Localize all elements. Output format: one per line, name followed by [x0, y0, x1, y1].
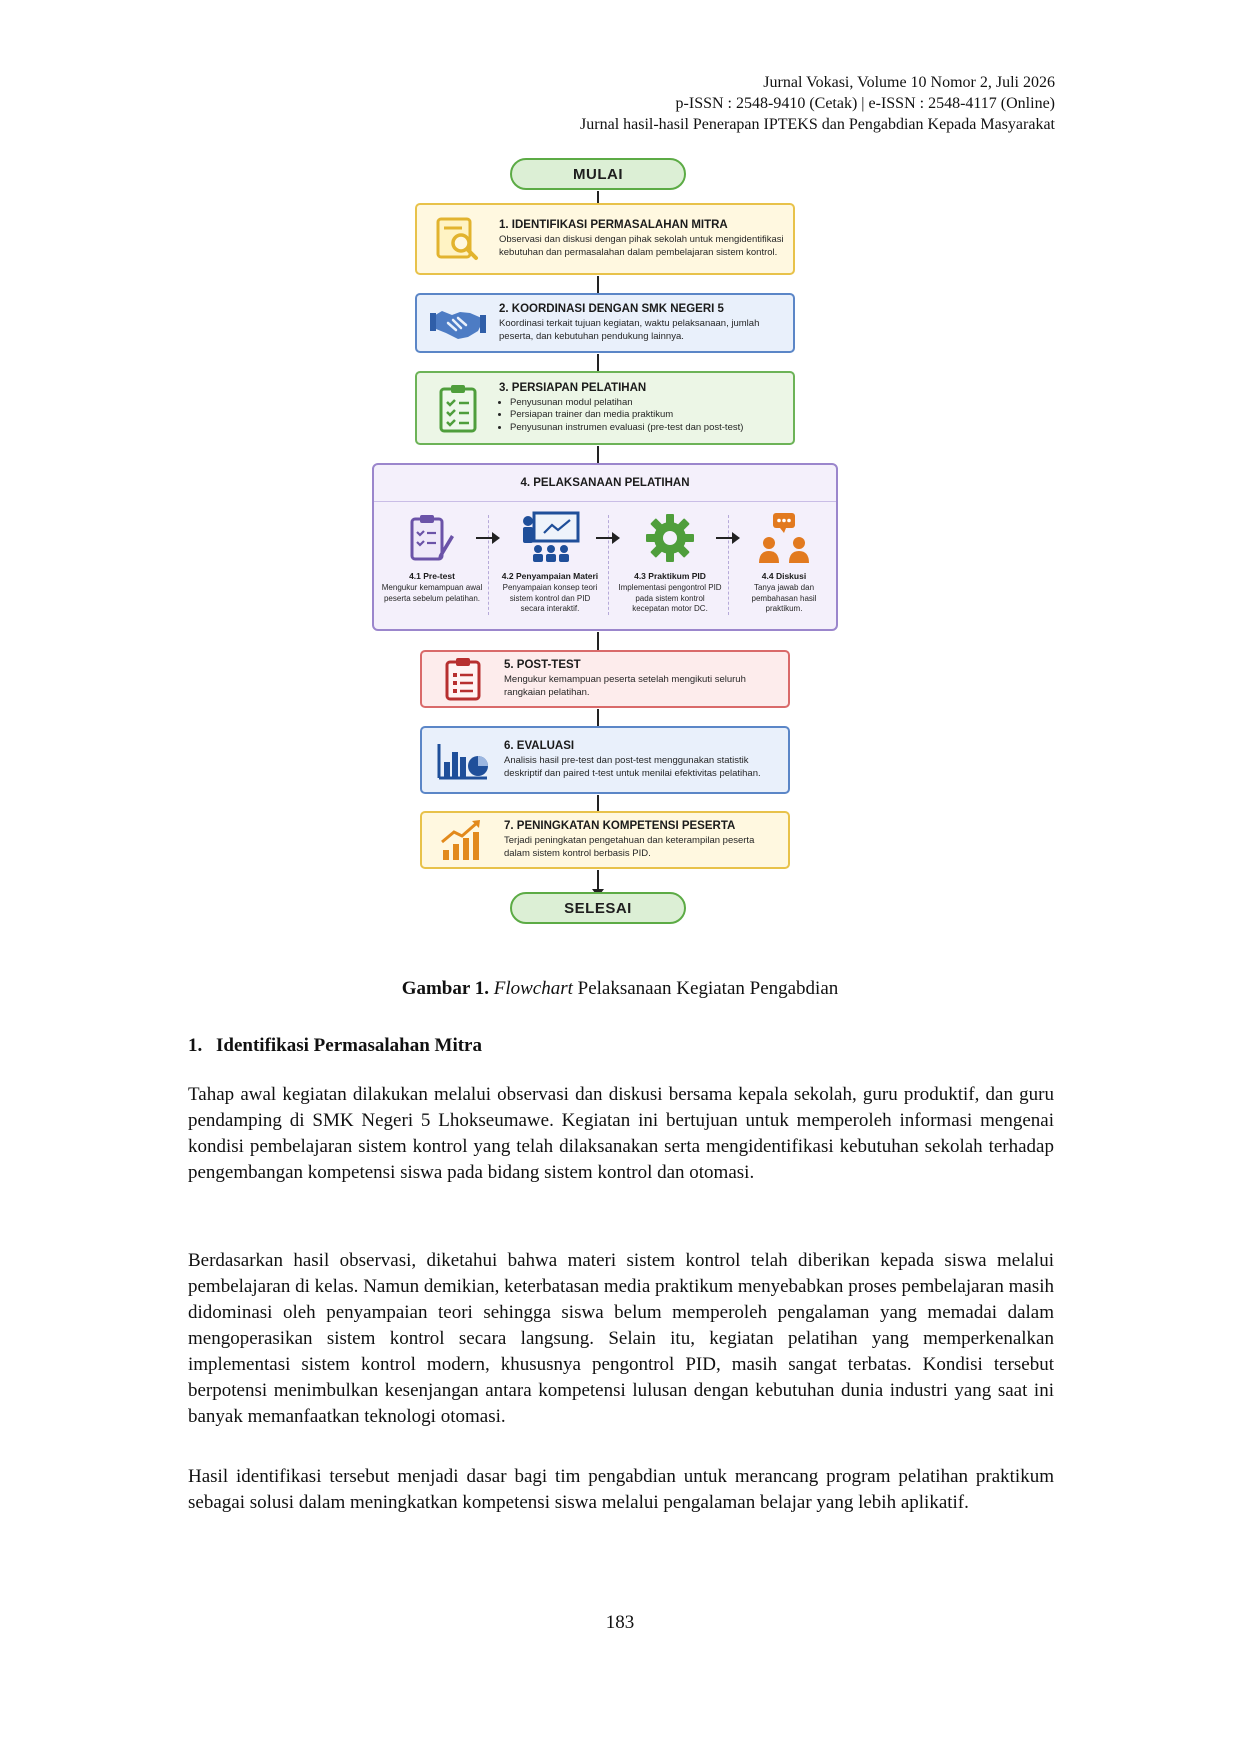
step-description: Terjadi peningkatan pengetahuan dan kete…: [504, 835, 755, 859]
substep-4-3: 4.3 Praktikum PID Implementasi pengontro…: [618, 511, 722, 623]
step-7-box: 7. PENINGKATAN KOMPETENSI PESERTA Terjad…: [420, 811, 790, 869]
step-2-box: 2. KOORDINASI DENGAN SMK NEGERI 5 Koordi…: [415, 293, 795, 353]
substep-description: Mengukur kemampuan awal peserta sebelum …: [381, 583, 483, 603]
substep-divider: [728, 515, 729, 615]
caption-italic: Flowchart: [493, 978, 573, 999]
running-header: Jurnal Vokasi, Volume 10 Nomor 2, Juli 2…: [580, 72, 1055, 135]
section-number: 1.: [188, 1035, 203, 1056]
step-title: 5. POST-TEST: [504, 659, 581, 671]
handshake-icon: [417, 303, 499, 343]
journal-subtitle-line: Jurnal hasil-hasil Penerapan IPTEKS dan …: [580, 116, 1055, 133]
presentation-icon: [498, 511, 602, 563]
substep-arrow: [596, 532, 620, 544]
figure-caption: Gambar 1. Flowchart Pelaksanaan Kegiatan…: [0, 978, 1240, 1000]
substep-title: 4.3 Praktikum PID: [634, 571, 706, 581]
end-terminal: SELESAI: [510, 892, 686, 924]
substep-4-2: 4.2 Penyampaian Materi Penyampaian konse…: [498, 511, 602, 623]
flow-arrow: [592, 632, 604, 659]
step-description: Observasi dan diskusi dengan pihak sekol…: [499, 234, 784, 258]
substep-description: Penyampaian konsep teori sistem kontrol …: [502, 583, 598, 613]
page-number: 183: [605, 1612, 635, 1633]
discussion-icon: [732, 511, 836, 563]
bar-pie-chart-icon: [422, 740, 504, 780]
flow-arrow: [592, 870, 604, 897]
substep-description: Tanya jawab dan pembahasan hasil praktik…: [751, 583, 817, 613]
journal-volume-line: Jurnal Vokasi, Volume 10 Nomor 2, Juli 2…: [763, 74, 1055, 91]
step-5-box: 5. POST-TEST Mengukur kemampuan peserta …: [420, 650, 790, 708]
issn-line: p-ISSN : 2548-9410 (Cetak) | e-ISSN : 25…: [675, 95, 1055, 112]
step-title: 1. IDENTIFIKASI PERMASALAHAN MITRA: [499, 219, 728, 231]
section-title: Identifikasi Permasalahan Mitra: [216, 1035, 482, 1056]
magnifier-document-icon: [417, 215, 499, 263]
step-4-box: 4. PELAKSANAAN PELATIHAN 4.1 Pre-test Me…: [372, 463, 838, 631]
body-paragraph: Berdasarkan hasil observasi, diketahui b…: [188, 1250, 1054, 1427]
substep-arrow: [716, 532, 740, 544]
bullet-item: Persiapan trainer dan media praktikum: [510, 409, 785, 422]
step-title: 4. PELAKSANAAN PELATIHAN: [374, 465, 836, 502]
substep-4-4: 4.4 Diskusi Tanya jawab dan pembahasan h…: [732, 511, 836, 623]
substep-arrow: [476, 532, 500, 544]
clipboard-checklist-icon: [417, 383, 499, 433]
growth-chart-icon: [422, 818, 504, 862]
caption-label: Gambar 1.: [401, 978, 489, 999]
step-3-box: 3. PERSIAPAN PELATIHAN Penyusunan modul …: [415, 371, 795, 445]
step-title: 7. PENINGKATAN KOMPETENSI PESERTA: [504, 820, 736, 832]
section-heading: 1. Identifikasi Permasalahan Mitra: [188, 1035, 482, 1057]
clipboard-pencil-icon: [380, 511, 484, 563]
substep-description: Implementasi pengontrol PID pada sistem …: [618, 583, 722, 613]
step-bullet-list: Penyusunan modul pelatihan Persiapan tra…: [499, 397, 785, 435]
step-title: 3. PERSIAPAN PELATIHAN: [499, 381, 647, 394]
substep-divider: [608, 515, 609, 615]
start-terminal: MULAI: [510, 158, 686, 190]
substep-title: 4.2 Penyampaian Materi: [501, 571, 599, 581]
step-title: 6. EVALUASI: [504, 740, 575, 752]
clipboard-list-icon: [422, 657, 504, 701]
substep-divider: [488, 515, 489, 615]
step-description: Analisis hasil pre-test dan post-test me…: [504, 755, 761, 779]
substep-title: 4.1 Pre-test: [409, 571, 455, 581]
step-description: Koordinasi terkait tujuan kegiatan, wakt…: [499, 318, 760, 342]
step-1-box: 1. IDENTIFIKASI PERMASALAHAN MITRA Obser…: [415, 203, 795, 275]
caption-text: Pelaksanaan Kegiatan Pengabdian: [577, 978, 839, 999]
body-paragraph: Tahap awal kegiatan dilakukan melalui ob…: [188, 1084, 1054, 1183]
flow-arrow: [592, 709, 604, 734]
step-6-box: 6. EVALUASI Analisis hasil pre-test dan …: [420, 726, 790, 794]
body-paragraph: Hasil identifikasi tersebut menjadi dasa…: [188, 1466, 1054, 1513]
flowchart-figure: MULAI 1. IDENTIFIKASI PERMASALAHAN MITRA…: [360, 150, 880, 960]
bullet-item: Penyusunan modul pelatihan: [510, 397, 785, 410]
step-description: Mengukur kemampuan peserta setelah mengi…: [504, 674, 746, 698]
substep-title: 4.4 Diskusi: [761, 571, 807, 581]
gear-icon: [618, 511, 722, 563]
bullet-item: Penyusunan instrumen evaluasi (pre-test …: [510, 422, 785, 435]
substep-4-1: 4.1 Pre-test Mengukur kemampuan awal pes…: [380, 511, 484, 623]
step-title: 2. KOORDINASI DENGAN SMK NEGERI 5: [499, 303, 724, 315]
